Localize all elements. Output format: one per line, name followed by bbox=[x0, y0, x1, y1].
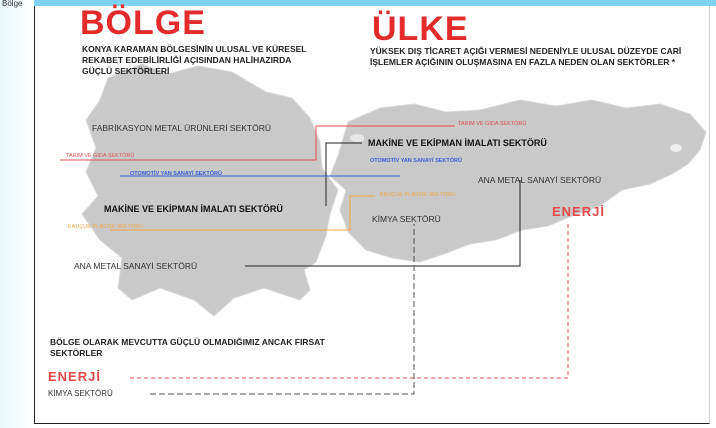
right-sector-enerji: ENERJİ bbox=[552, 204, 605, 219]
left-sector-anametal: ANA METAL SANAYİ SEKTÖRÜ bbox=[74, 261, 198, 271]
left-accent-bar bbox=[0, 0, 34, 428]
region-map bbox=[81, 63, 339, 317]
right-sector-makine: MAKİNE VE EKİPMAN İMALATI SEKTÖRÜ bbox=[368, 138, 547, 148]
lake-van bbox=[670, 144, 682, 152]
left-sector-tarim: TARIM VE GIDA SEKTÖRÜ bbox=[66, 153, 135, 159]
left-sector-kaucuk: KAUÇUK PLASTİK SEKTÖRÜ bbox=[68, 224, 144, 230]
right-sector-tarim: TARIM VE GIDA SEKTÖRÜ bbox=[458, 121, 527, 127]
left-sector-makine: MAKİNE VE EKİPMAN İMALATI SEKTÖRÜ bbox=[104, 204, 283, 214]
slide-frame bbox=[34, 6, 710, 424]
left-sector-otomotiv: OTOMOTİV YAN SANAYİ SEKTÖRÜ bbox=[130, 171, 222, 177]
left-sector-fabrikasyon: FABRİKASYON METAL ÜRÜNLERİ SEKTÖRÜ bbox=[92, 123, 272, 133]
left-description: KONYA KARAMAN BÖLGESİNİN ULUSAL VE KÜRES… bbox=[82, 44, 307, 76]
connector-kaucuk bbox=[110, 195, 375, 231]
connector-anametal bbox=[245, 180, 521, 267]
left-title: BÖLGE bbox=[80, 4, 206, 42]
right-title: ÜLKE bbox=[372, 10, 469, 48]
right-sector-kimya: KİMYA SEKTÖRÜ bbox=[372, 214, 441, 224]
right-sector-anametal: ANA METAL SANAYİ SEKTÖRÜ bbox=[478, 175, 602, 185]
connector-makine bbox=[325, 142, 362, 206]
bottom-kimya: KİMYA SEKTÖRÜ bbox=[48, 389, 113, 398]
bottom-title: BÖLGE OLARAK MEVCUTTA GÜÇLÜ OLMADIĞIMIZ … bbox=[50, 337, 325, 358]
top-accent-bar bbox=[0, 0, 716, 6]
country-map bbox=[329, 99, 707, 263]
right-sector-otomotiv: OTOMOTİV YAN SANAYİ SEKTÖRÜ bbox=[370, 158, 462, 164]
connector-enerji bbox=[130, 222, 569, 379]
connector-tarim bbox=[60, 125, 455, 161]
right-sector-kaucuk: KAUÇUK PLASTİK SEKTÖRÜ bbox=[380, 192, 456, 198]
slide-heading: Bölge bbox=[2, 0, 23, 8]
bottom-enerji: ENERJİ bbox=[48, 369, 101, 384]
connector-kimya bbox=[150, 224, 415, 395]
right-description: YÜKSEK DIŞ TİCARET AÇIĞI VERMESİ NEDENİY… bbox=[370, 46, 682, 67]
sea-of-marmara bbox=[350, 134, 364, 142]
